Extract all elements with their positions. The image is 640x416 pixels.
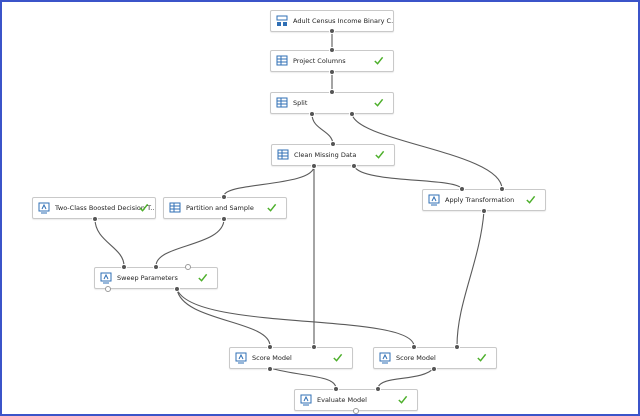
input-port[interactable]	[311, 344, 317, 350]
input-port[interactable]	[329, 89, 335, 95]
model-icon	[299, 394, 312, 407]
output-port[interactable]	[221, 216, 227, 222]
wire-score2-to-evaluate	[377, 367, 435, 389]
model-icon	[37, 202, 50, 215]
input-port[interactable]	[333, 386, 339, 392]
module-label: Apply Transformation	[445, 196, 515, 204]
model-icon	[427, 194, 440, 207]
output-port[interactable]	[351, 163, 357, 169]
checkmark-icon	[374, 56, 384, 65]
input-port[interactable]	[221, 194, 227, 200]
module-label: Score Model	[252, 354, 292, 362]
input-port[interactable]	[499, 186, 505, 192]
output-port[interactable]	[329, 28, 335, 34]
output-port[interactable]	[267, 366, 273, 372]
checkmark-icon	[267, 203, 277, 212]
model-icon	[99, 272, 112, 285]
checkmark-icon	[198, 273, 208, 282]
wire-boosted-to-sweep	[94, 218, 125, 267]
module-score-model-1[interactable]: Score Model	[229, 347, 353, 369]
table-icon	[275, 97, 288, 110]
checkmark-icon	[375, 150, 385, 159]
output-port[interactable]	[431, 366, 437, 372]
module-label: Score Model	[396, 354, 436, 362]
module-label: Clean Missing Data	[294, 151, 357, 159]
wire-clean-to-partition	[223, 165, 315, 197]
wire-apply-to-score2	[456, 210, 485, 347]
output-port[interactable]	[92, 216, 98, 222]
output-port[interactable]	[311, 163, 317, 169]
input-port[interactable]	[411, 344, 417, 350]
checkmark-icon	[333, 353, 343, 362]
unconnected-input-port[interactable]	[185, 264, 191, 270]
module-label: Partition and Sample	[186, 204, 254, 212]
wire-sweep-to-score1	[176, 288, 271, 347]
checkmark-icon	[526, 195, 536, 204]
input-port[interactable]	[330, 141, 336, 147]
wire-sweep-to-score2	[176, 288, 415, 347]
input-port[interactable]	[267, 344, 273, 350]
checkmark-icon	[477, 353, 487, 362]
module-label: Two-Class Boosted Decision T...	[55, 204, 155, 212]
module-label: Evaluate Model	[317, 396, 367, 404]
output-port[interactable]	[481, 208, 487, 214]
output-port[interactable]	[329, 69, 335, 75]
input-port[interactable]	[153, 264, 159, 270]
module-label: Split	[293, 99, 308, 107]
checkmark-icon	[139, 203, 149, 212]
module-split[interactable]: Split	[270, 92, 394, 114]
wire-split-to-clean	[311, 113, 334, 145]
input-port[interactable]	[121, 264, 127, 270]
table-icon	[168, 202, 181, 215]
table-icon	[276, 149, 289, 162]
input-port[interactable]	[329, 47, 335, 53]
wire-score1-to-evaluate	[269, 367, 337, 389]
wire-partition-to-sweep	[155, 218, 225, 267]
module-clean-missing-data[interactable]: Clean Missing Data	[271, 144, 395, 166]
output-port[interactable]	[309, 111, 315, 117]
table-icon	[275, 55, 288, 68]
module-sweep-parameters[interactable]: Sweep Parameters	[94, 267, 218, 289]
dataset-icon	[275, 15, 288, 28]
unconnected-output-port[interactable]	[105, 286, 111, 292]
checkmark-icon	[374, 98, 384, 107]
output-port[interactable]	[349, 111, 355, 117]
module-label: Project Columns	[293, 57, 346, 65]
input-port[interactable]	[375, 386, 381, 392]
model-icon	[378, 352, 391, 365]
output-port[interactable]	[174, 286, 180, 292]
input-port[interactable]	[459, 186, 465, 192]
input-port[interactable]	[454, 344, 460, 350]
unconnected-output-port[interactable]	[353, 408, 359, 414]
checkmark-icon	[398, 395, 408, 404]
module-label: Adult Census Income Binary C...	[293, 17, 393, 25]
module-label: Sweep Parameters	[117, 274, 178, 282]
wire-clean-to-apply	[353, 165, 463, 190]
model-icon	[234, 352, 247, 365]
